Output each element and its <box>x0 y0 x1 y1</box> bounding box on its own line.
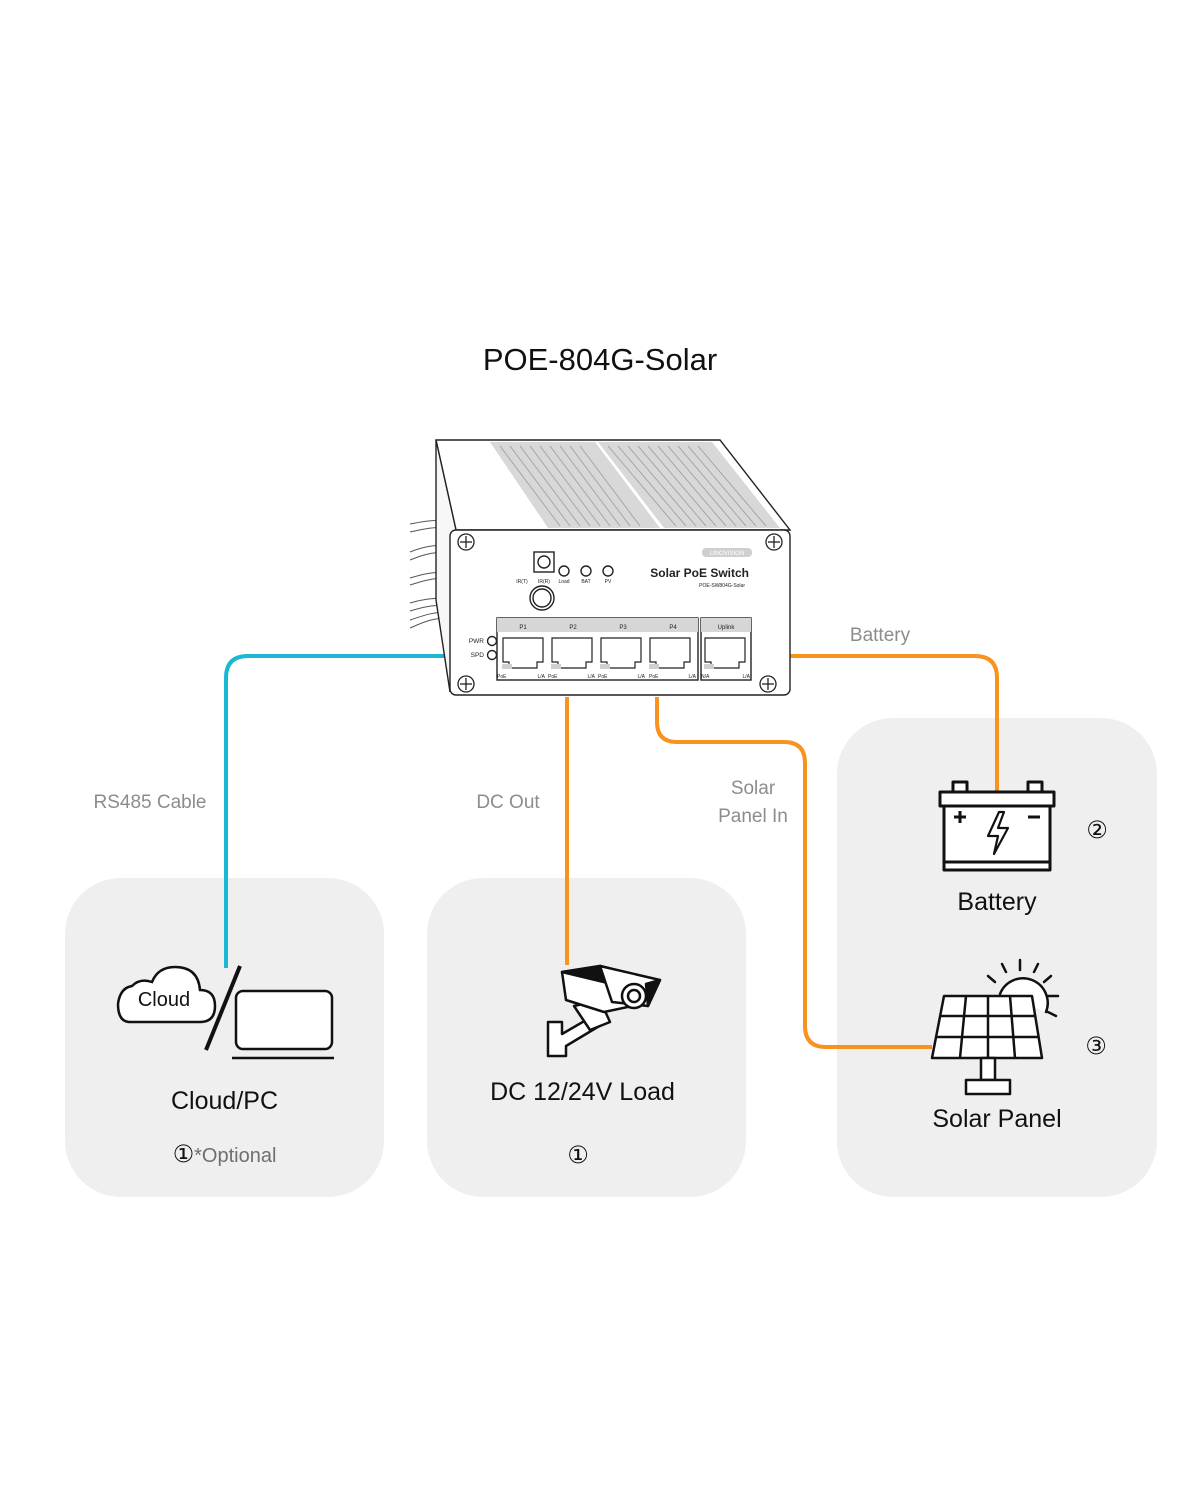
laptop-icon <box>234 989 334 1051</box>
rs485-cable <box>224 654 445 968</box>
indicator-label: IR(R) <box>538 579 550 585</box>
solar-panel-title: Solar Panel <box>932 1105 1062 1133</box>
port-label: P2 <box>569 625 577 631</box>
optional-note: *Optional <box>194 1145 277 1167</box>
solar-in-label-line2: Panel In <box>718 806 788 827</box>
solar-in-cable <box>655 697 932 1049</box>
port-label: P1 <box>519 625 527 631</box>
diagram-title: POE-804G-Solar <box>482 342 718 377</box>
cloud-pc-note: ①*Optional <box>65 1140 384 1169</box>
indicator-label: BAT <box>581 579 590 585</box>
cloud-pc-marker: ① <box>172 1141 195 1168</box>
uplink-label: Uplink <box>718 625 736 631</box>
side-led-label: PWR <box>469 638 484 645</box>
device-name: Solar PoE Switch <box>650 566 749 580</box>
cloud-icon <box>116 965 217 1024</box>
port-sub-left: PoE <box>598 674 608 680</box>
battery-icon <box>938 780 1056 872</box>
indicator-label: Load <box>558 579 569 585</box>
battery-cable <box>780 654 999 792</box>
cloud-pc-icon <box>116 965 334 1060</box>
battery-connection-label: Battery <box>849 625 911 646</box>
load-marker: ① <box>567 1142 589 1169</box>
load-card <box>427 878 746 1197</box>
load-title: DC 12/24V Load <box>490 1078 675 1106</box>
port-sub-left: PoE <box>497 674 507 680</box>
cloud-pc-title: Cloud/PC <box>171 1087 278 1115</box>
port-label: P4 <box>669 625 677 631</box>
battery-title: Battery <box>957 888 1037 916</box>
solar-in-label-line1: Solar <box>730 778 776 799</box>
indicator-label: PV <box>605 579 612 585</box>
port-sub-left: PoE <box>649 674 659 680</box>
indicator-label: IR(T) <box>516 579 528 585</box>
battery-marker: ② <box>1086 817 1108 844</box>
port-sub-right: L/A <box>742 674 750 680</box>
device-model: POE-SW804G-Solar <box>699 583 745 589</box>
device-brand: LINOVISION <box>710 551 744 557</box>
port-sub-right: L/A <box>637 674 645 680</box>
dc-out-label: DC Out <box>476 792 540 813</box>
side-led-label: SPD <box>471 652 485 659</box>
poe-switch-device <box>409 439 792 696</box>
solar-panel-icon <box>930 958 1060 1096</box>
port-sub-right: L/A <box>688 674 696 680</box>
port-sub-right: L/A <box>537 674 545 680</box>
rs485-label: RS485 Cable <box>93 792 207 813</box>
port-sub-left: PoE <box>548 674 558 680</box>
port-sub-right: L/A <box>587 674 595 680</box>
security-camera-icon <box>546 964 662 1058</box>
port-sub-left: N/A <box>701 674 710 680</box>
port-label: P3 <box>619 625 627 631</box>
solar-marker: ③ <box>1085 1033 1107 1060</box>
cloud-icon-label: Cloud <box>137 989 191 1011</box>
